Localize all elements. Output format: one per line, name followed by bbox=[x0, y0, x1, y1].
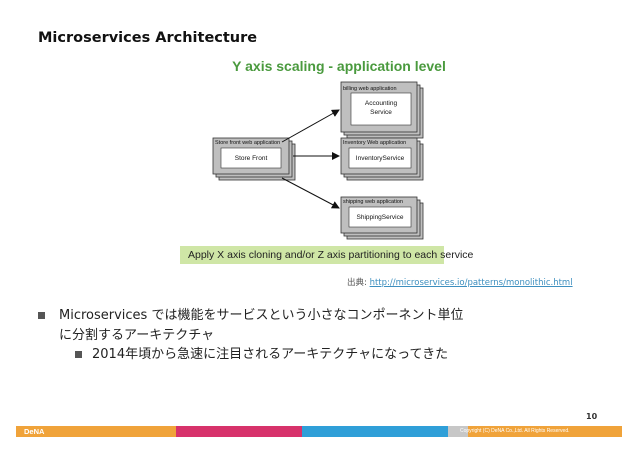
footer-segment-orange-right bbox=[468, 426, 622, 437]
source-prefix: 出典: bbox=[347, 278, 367, 288]
shipping-app-header: shipping web application bbox=[343, 199, 403, 205]
source-citation: 出典: http://microservices.io/patterns/mon… bbox=[347, 276, 573, 288]
shipping-app-stack: shipping web application ShippingService bbox=[340, 196, 424, 240]
diagram-title: Y axis scaling - application level bbox=[232, 58, 446, 74]
arrow-to-accounting bbox=[281, 109, 340, 143]
footer-segment-magenta bbox=[176, 426, 302, 437]
store-front-label: Store Front bbox=[235, 155, 268, 162]
inventory-app-header: Inventory Web application bbox=[343, 140, 406, 146]
page-number: 10 bbox=[586, 412, 598, 421]
footer-segment-gray bbox=[448, 426, 468, 437]
bullet-level1-line1: Microservices では機能をサービスという小さなコンポーネント単位 bbox=[59, 308, 464, 323]
bullet-square-icon bbox=[75, 351, 82, 358]
accounting-service-label-2: Service bbox=[370, 109, 392, 116]
arrow-to-shipping bbox=[281, 177, 340, 209]
bullet-level1-line2: に分割するアーキテクチャ bbox=[59, 328, 215, 343]
footer-segment-orange bbox=[16, 426, 176, 437]
bullet-square-icon bbox=[38, 312, 45, 319]
inventory-service-label: InventoryService bbox=[356, 155, 405, 162]
footer-segment-blue bbox=[302, 426, 448, 437]
footer-color-bar bbox=[16, 426, 622, 437]
dena-logo: DeNA bbox=[24, 427, 45, 436]
shipping-service-label: ShippingService bbox=[357, 214, 404, 221]
accounting-service-label-1: Accounting bbox=[365, 100, 398, 107]
inventory-app-stack: Inventory Web application InventoryServi… bbox=[340, 137, 424, 181]
copyright-text: Copyright (C) DeNA Co.,Ltd. All Rights R… bbox=[460, 428, 570, 434]
storefront-app-header: Store front web application bbox=[215, 140, 280, 146]
slide-title: Microservices Architecture bbox=[38, 30, 258, 46]
bullet-level2: 2014年頃から急速に注目されるアーキテクチャになってきた bbox=[92, 347, 449, 362]
billing-app-stack: billing web application Accounting Servi… bbox=[340, 81, 424, 139]
billing-app-header: billing web application bbox=[343, 86, 397, 92]
scaling-note-banner: Apply X axis cloning and/or Z axis parti… bbox=[180, 246, 473, 264]
bullet-level1: Microservices では機能をサービスという小さなコンポーネント単位 に… bbox=[59, 306, 463, 346]
storefront-app-stack: Store front web application Store Front bbox=[212, 137, 296, 181]
source-link[interactable]: http://microservices.io/patterns/monolit… bbox=[369, 278, 573, 288]
